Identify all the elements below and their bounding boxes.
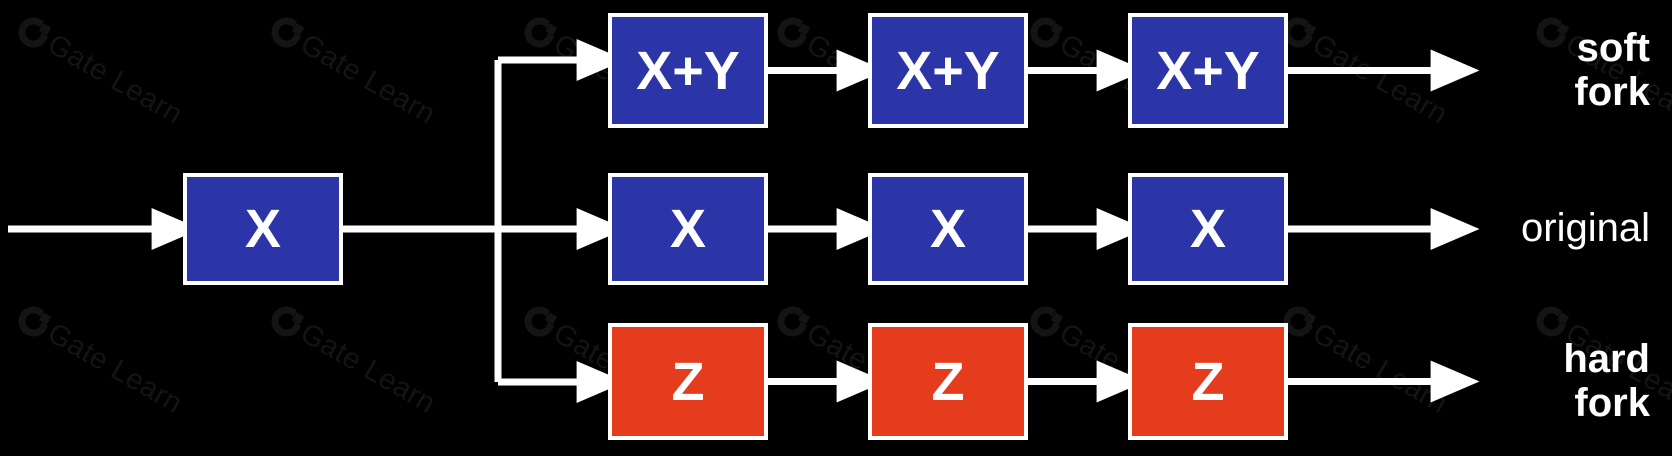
block-label: X bbox=[1189, 199, 1227, 259]
chain-block-hard-fork-1: Z bbox=[608, 323, 768, 440]
block-label: Z bbox=[1191, 351, 1225, 412]
row-label-soft-fork: soft fork bbox=[1574, 26, 1650, 114]
chain-block-soft-fork-2: X+Y bbox=[868, 13, 1028, 128]
block-label: X+Y bbox=[896, 40, 1000, 101]
chain-block-hard-fork-2: Z bbox=[868, 323, 1028, 440]
genesis-block: X bbox=[183, 173, 343, 285]
block-label: X+Y bbox=[636, 40, 740, 101]
block-label: X bbox=[669, 199, 707, 259]
chain-block-hard-fork-3: Z bbox=[1128, 323, 1288, 440]
block-label: X+Y bbox=[1156, 40, 1260, 101]
chain-block-original-1: X bbox=[608, 173, 768, 285]
chain-block-original-2: X bbox=[868, 173, 1028, 285]
row-label-hard-fork: hard fork bbox=[1563, 337, 1650, 425]
block-label: Z bbox=[931, 351, 965, 412]
chain-block-original-3: X bbox=[1128, 173, 1288, 285]
block-label: Z bbox=[671, 351, 705, 412]
chain-block-soft-fork-1: X+Y bbox=[608, 13, 768, 128]
row-label-original: original bbox=[1521, 206, 1650, 251]
block-label: X bbox=[929, 199, 967, 259]
chain-block-soft-fork-3: X+Y bbox=[1128, 13, 1288, 128]
block-label: X bbox=[244, 199, 282, 259]
